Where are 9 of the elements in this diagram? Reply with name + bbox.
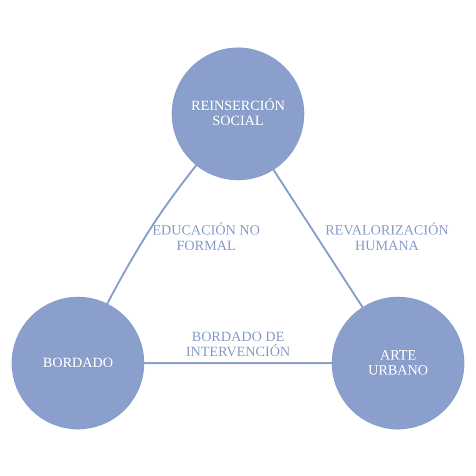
edge-label: REVALORIZACIÓN HUMANA (325, 222, 449, 254)
node-circle: ARTE URBANO (332, 296, 464, 429)
edge-label: BORDADO DE INTERVENCIÓN (186, 328, 290, 360)
node-circle: REINSERCIÓN SOCIAL (172, 47, 304, 180)
node-circle: BORDADO (12, 296, 144, 429)
connector (106, 164, 198, 304)
connector (272, 168, 364, 308)
connector (144, 362, 332, 364)
edge-label: EDUCACIÓN NO FORMAL (152, 222, 260, 254)
